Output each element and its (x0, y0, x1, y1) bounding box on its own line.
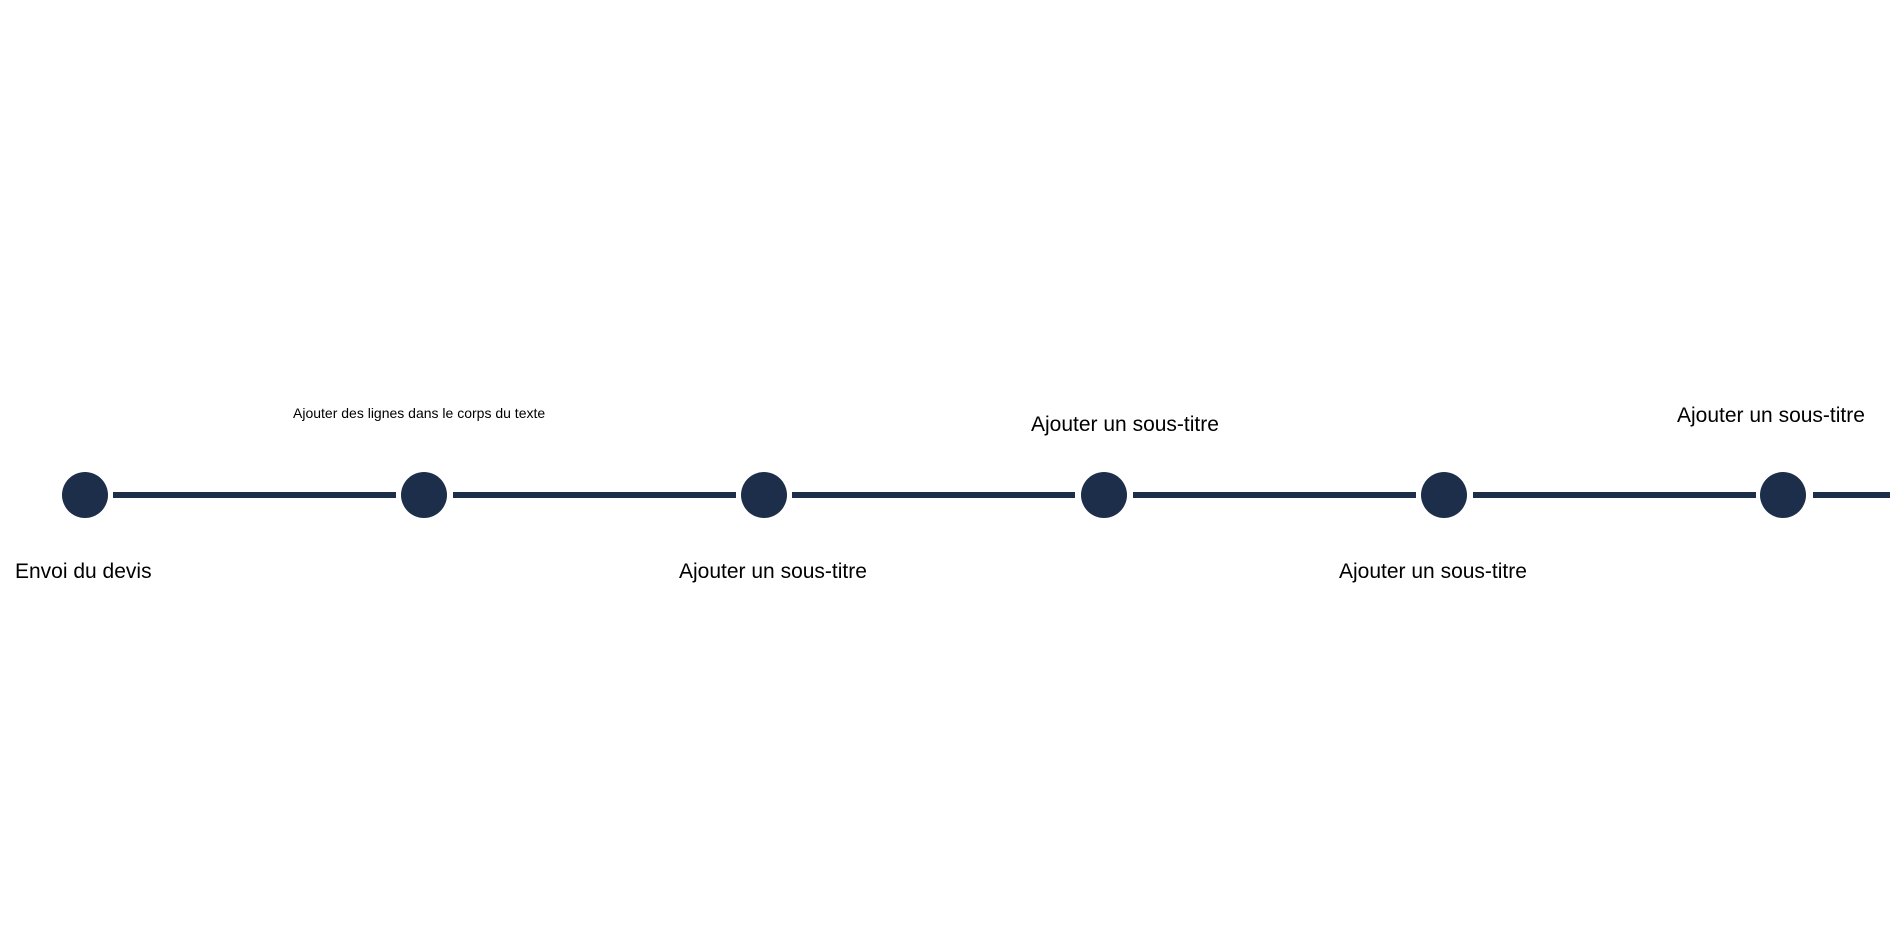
timeline-label-3[interactable]: Ajouter un sous-titre (679, 560, 867, 583)
timeline-segment (113, 492, 396, 498)
timeline-node-2[interactable] (401, 472, 447, 518)
timeline-segment (792, 492, 1075, 498)
timeline-label-6[interactable]: Ajouter un sous-titre (1677, 404, 1865, 427)
timeline-segment (1133, 492, 1416, 498)
timeline-label-2[interactable]: Ajouter des lignes dans le corps du text… (293, 405, 546, 421)
timeline-segment (1473, 492, 1756, 498)
timeline-label-1[interactable]: Envoi du devis (15, 560, 152, 583)
timeline-segment (1813, 492, 1890, 498)
timeline-node-6[interactable] (1760, 472, 1806, 518)
timeline-segment (453, 492, 736, 498)
timeline-label-5[interactable]: Ajouter un sous-titre (1339, 560, 1527, 583)
timeline-node-4[interactable] (1081, 472, 1127, 518)
timeline-node-3[interactable] (741, 472, 787, 518)
timeline-node-5[interactable] (1421, 472, 1467, 518)
timeline-node-1[interactable] (62, 472, 108, 518)
timeline-label-4[interactable]: Ajouter un sous-titre (1031, 413, 1219, 436)
